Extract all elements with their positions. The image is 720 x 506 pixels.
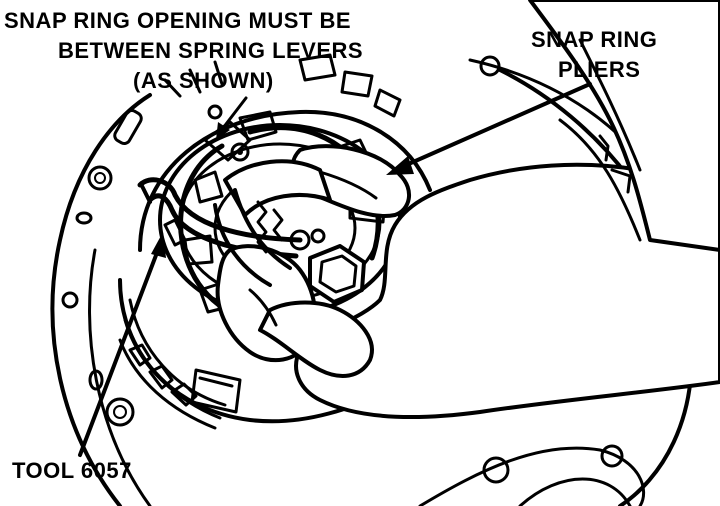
housing-bolt-holes xyxy=(61,55,668,484)
snap-ring-pliers-line-2: PLIERS xyxy=(558,57,640,82)
callout-tool: TOOL 6057 xyxy=(12,458,132,483)
snap-ring-pliers-leader xyxy=(402,82,592,168)
tool-6057-leader xyxy=(78,248,160,457)
hand-with-pliers xyxy=(213,0,720,419)
callout-snap-ring-opening: SNAP RING OPENING MUST BE BETWEEN SPRING… xyxy=(4,8,363,93)
tool-6057-arrowhead xyxy=(151,232,166,258)
tool-6057-label: TOOL 6057 xyxy=(12,458,132,483)
housing-tabs xyxy=(163,53,402,118)
callout-snap-ring-pliers: SNAP RING PLIERS xyxy=(531,27,657,82)
snap-ring-opening-leader xyxy=(221,96,248,130)
snap-ring-opening-line-3: (AS SHOWN) xyxy=(133,68,274,93)
leader-lines xyxy=(78,82,592,457)
snap-ring-pliers-line-1: SNAP RING xyxy=(531,27,657,52)
snap-ring-opening-arrowhead xyxy=(216,122,230,140)
snap-ring-opening-line-1: SNAP RING OPENING MUST BE xyxy=(4,8,351,33)
snap-ring-opening-line-2: BETWEEN SPRING LEVERS xyxy=(58,38,363,63)
snap-ring-pliers-arrowhead xyxy=(386,156,414,175)
